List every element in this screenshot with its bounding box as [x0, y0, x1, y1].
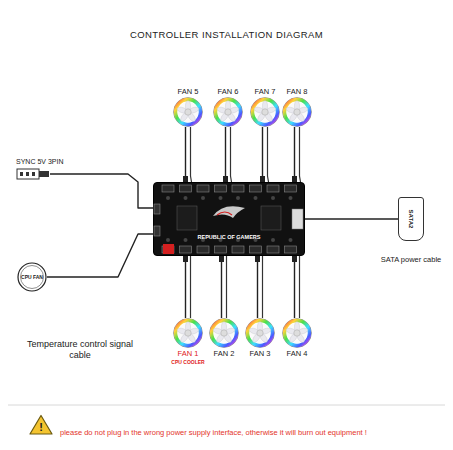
sync-plug-icon	[16, 168, 50, 180]
fan-sublabel: CPU COOLER	[171, 359, 204, 365]
fan-label: FAN 7	[255, 87, 276, 96]
node-warn: !	[29, 414, 53, 435]
fan-icon	[213, 97, 243, 127]
fan-label: FAN 3	[250, 349, 271, 358]
board-logo-text: REPUBLIC OF GAMERS	[198, 234, 261, 240]
node-fanBot: FAN 1CPU COOLER	[171, 318, 204, 365]
cable	[50, 174, 153, 208]
rgb-fan	[245, 318, 275, 348]
node-fanBot: FAN 4	[282, 318, 312, 359]
rgb-fan	[209, 318, 239, 348]
sata-connector: SATA2	[398, 197, 424, 241]
diagram-title: CONTROLLER INSTALLATION DIAGRAM	[130, 29, 323, 40]
cable	[257, 256, 258, 318]
logo-text-row: REPUBLIC OF GAMERS	[154, 225, 304, 243]
fan-label: FAN 2	[214, 349, 235, 358]
fan-icon	[250, 97, 280, 127]
node-fanTop: FAN 8	[282, 86, 312, 127]
node-fanTop: FAN 6	[213, 86, 243, 127]
label-box: please do not plug in the wrong power su…	[60, 421, 445, 439]
cable	[225, 127, 226, 182]
rgb-cable	[300, 127, 301, 182]
cable	[221, 256, 222, 318]
fan-icon	[173, 97, 203, 127]
cable-label: SATA power cable	[381, 255, 442, 264]
cable	[185, 256, 186, 318]
cable	[294, 127, 295, 182]
cable	[262, 127, 263, 182]
cable	[294, 256, 295, 318]
fan-icon	[173, 318, 203, 348]
fan-icon	[282, 318, 312, 348]
fan-label: FAN 1	[178, 349, 199, 358]
rgb-cable	[262, 256, 263, 318]
node-sata: SATA2SATA power cable	[381, 197, 442, 264]
label-box: Temperature control signal cable	[20, 339, 140, 362]
cpu-fan-text: CPU FAN	[21, 274, 43, 280]
node-fanBot: FAN 3	[245, 318, 275, 359]
rgb-cable	[190, 256, 191, 318]
warning-mark: !	[39, 422, 43, 433]
rgb-cable	[191, 127, 192, 182]
rgb-fan	[213, 97, 243, 127]
sync-plug	[16, 168, 50, 180]
node-sync: SYNC 5V 3PIN	[16, 158, 63, 180]
rgb-fan	[173, 318, 203, 348]
fan-icon	[209, 318, 239, 348]
fan-icon	[282, 97, 312, 127]
fan-label: FAN 4	[287, 349, 308, 358]
rgb-fan	[250, 97, 280, 127]
node-fanBot: FAN 2	[209, 318, 239, 359]
sata-connector-text: SATA2	[408, 210, 414, 229]
fan-label: FAN 6	[218, 87, 239, 96]
connector-label: SYNC 5V 3PIN	[16, 158, 63, 165]
fan-label: FAN 8	[287, 87, 308, 96]
warning-note: please do not plug in the wrong power su…	[60, 428, 367, 437]
cable	[185, 127, 186, 182]
rgb-cable	[226, 256, 227, 318]
node-board: REPUBLIC OF GAMERS	[153, 182, 305, 256]
rgb-cable	[299, 256, 300, 318]
node-cpu: CPU FAN	[17, 262, 47, 292]
title-bar: CONTROLLER INSTALLATION DIAGRAM	[0, 24, 453, 42]
cable-label: Temperature control signal cable	[20, 339, 140, 362]
rgb-fan	[282, 318, 312, 348]
rgb-fan	[282, 97, 312, 127]
separator-line	[8, 405, 445, 406]
node-fanTop: FAN 7	[250, 86, 280, 127]
cable	[47, 234, 153, 277]
fan-icon	[245, 318, 275, 348]
rgb-cable	[231, 127, 232, 182]
cable	[305, 218, 398, 219]
node-fanTop: FAN 5	[173, 86, 203, 127]
board-detail	[153, 182, 305, 256]
rgb-cable	[268, 127, 269, 182]
rgb-fan	[173, 97, 203, 127]
fan-label: FAN 5	[178, 87, 199, 96]
